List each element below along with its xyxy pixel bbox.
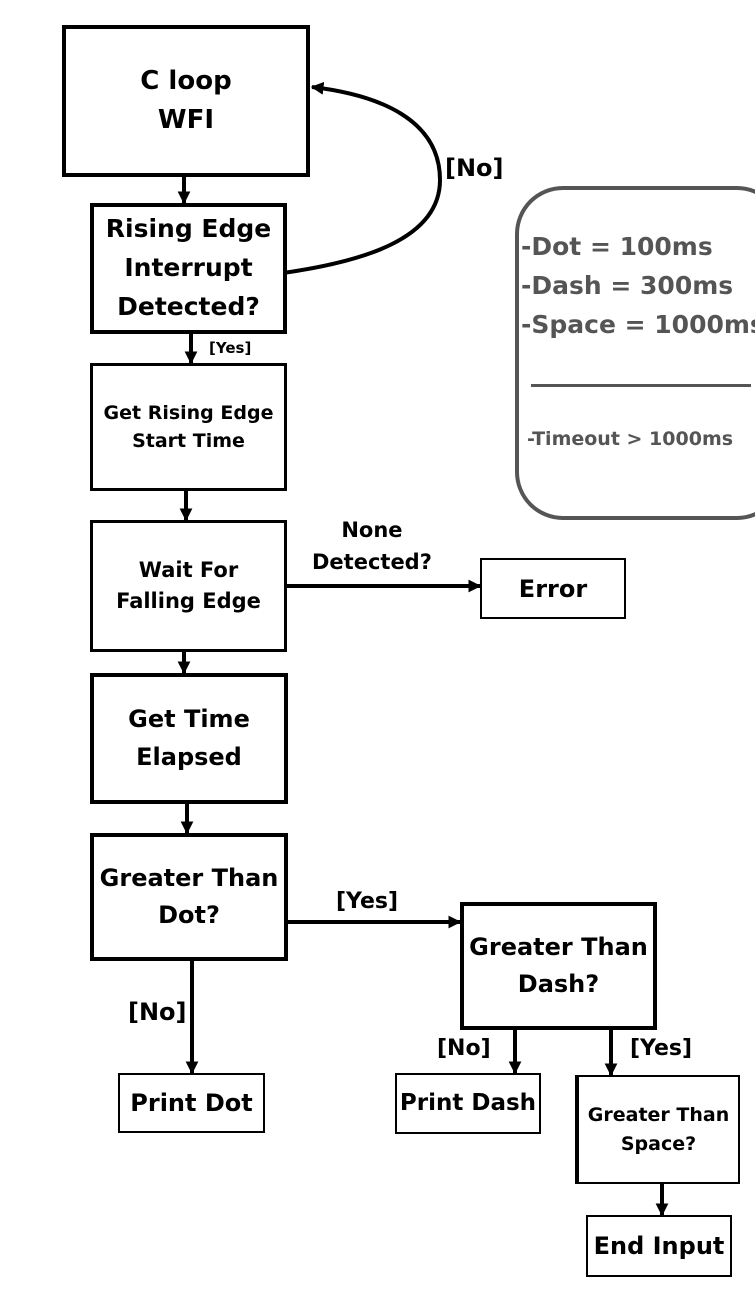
legend-divider [531, 384, 751, 387]
legend-dot: -Dot = 100ms [521, 232, 713, 261]
legend-space: -Space = 1000ms [521, 310, 755, 339]
node-rising-edge-detected: Rising Edge Interrupt Detected? [90, 203, 287, 334]
node-get-rising-edge-start: Get Rising Edge Start Time [90, 363, 287, 491]
label-dot-no: [No] [128, 998, 187, 1026]
node-end-input: End Input [586, 1215, 732, 1277]
node-print-dot: Print Dot [118, 1073, 265, 1133]
label-dot-yes: [Yes] [336, 889, 399, 914]
node-error: Error [480, 558, 626, 619]
timing-legend: -Dot = 100ms -Dash = 300ms -Space = 1000… [515, 186, 755, 520]
label-none-detected: None Detected? [312, 518, 432, 574]
arrow-no-loop [282, 81, 443, 275]
label-rising-no: [No] [445, 154, 504, 182]
node-c-loop-wfi: C loop WFI [62, 25, 310, 177]
node-get-time-elapsed: Get Time Elapsed [90, 673, 288, 804]
node-greater-than-dot: Greater Than Dot? [90, 833, 288, 961]
label-dash-no: [No] [437, 1036, 491, 1061]
legend-dash: -Dash = 300ms [521, 271, 734, 300]
node-print-dash: Print Dash [395, 1073, 541, 1134]
label-rising-yes: [Yes] [209, 339, 252, 357]
node-greater-than-space: Greater Than Space? [575, 1075, 740, 1184]
node-greater-than-dash: Greater Than Dash? [460, 902, 657, 1030]
node-wait-falling-edge: Wait For Falling Edge [90, 520, 287, 652]
legend-timeout: -Timeout > 1000ms [527, 428, 734, 450]
label-dash-yes: [Yes] [630, 1036, 693, 1061]
